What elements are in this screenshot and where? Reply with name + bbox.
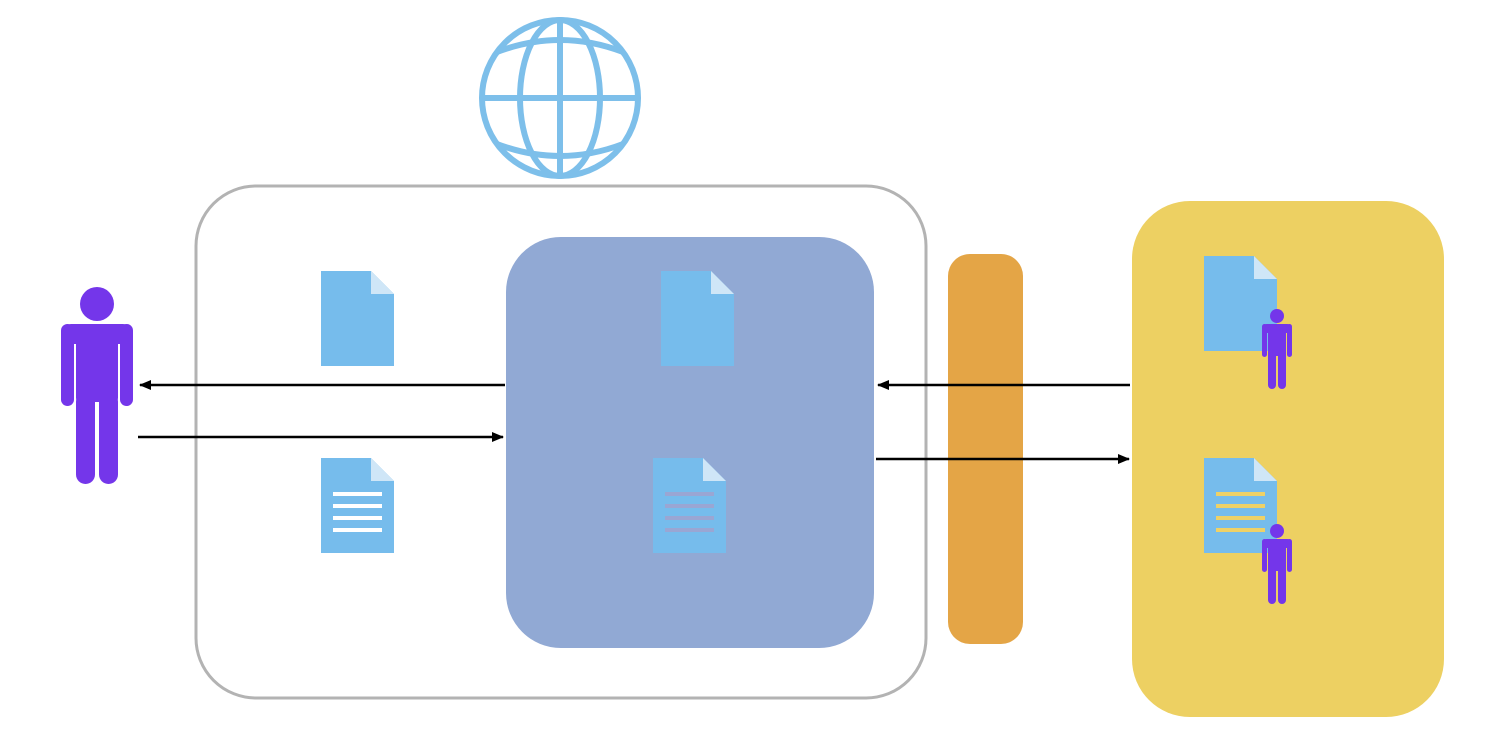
text-document-icon bbox=[321, 458, 394, 553]
person-icon bbox=[1262, 309, 1292, 389]
text-document-icon bbox=[653, 458, 726, 553]
external-panel bbox=[1132, 201, 1444, 717]
outer-container bbox=[194, 184, 928, 700]
inner-panel bbox=[506, 237, 874, 648]
document-icon bbox=[321, 271, 394, 366]
globe-icon bbox=[479, 17, 641, 179]
text-document-icon bbox=[1204, 458, 1277, 553]
person-icon bbox=[61, 287, 133, 484]
document-icon bbox=[661, 271, 734, 366]
person-icon bbox=[1262, 524, 1292, 604]
gateway-bar bbox=[948, 254, 1023, 644]
document-icon bbox=[1204, 256, 1277, 351]
